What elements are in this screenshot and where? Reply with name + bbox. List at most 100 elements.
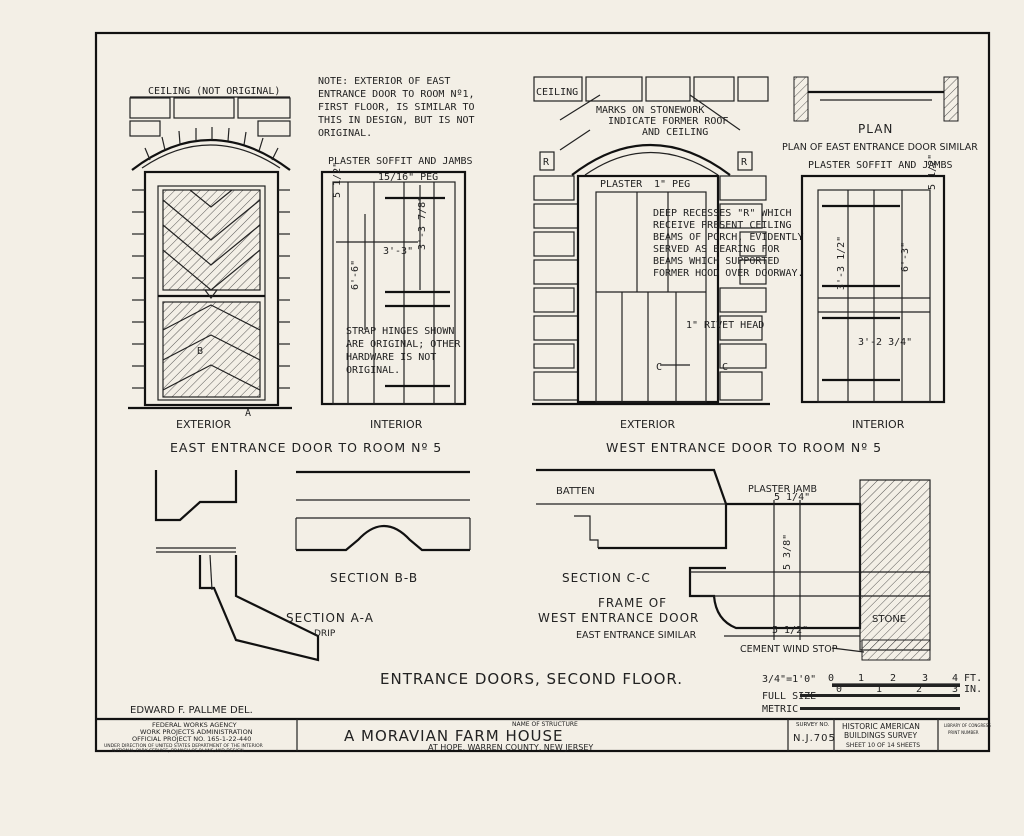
svg-text:DEEP RECESSES "R" WHICH: DEEP RECESSES "R" WHICH [653, 208, 791, 219]
frame-title-2: WEST ENTRANCE DOOR [538, 611, 699, 625]
east-door-interior: PLASTER SOFFIT AND JAMBS 15/16" PEG 3'-3… [320, 156, 473, 431]
section-b-mark: B [197, 346, 203, 357]
bottom-dim: 5 1/2" [772, 625, 808, 636]
svg-text:INDICATE FORMER ROOF: INDICATE FORMER ROOF [608, 116, 728, 127]
svg-text:ORIGINAL.: ORIGINAL. [318, 128, 372, 139]
svg-text:MARKS ON STONEWORK: MARKS ON STONEWORK [596, 105, 704, 116]
svg-text:2: 2 [890, 673, 896, 684]
ceiling-not-original-label: CEILING (NOT ORIGINAL) [148, 86, 280, 97]
svg-text:BUILDINGS SURVEY: BUILDINGS SURVEY [844, 731, 917, 740]
east-peg-label: 15/16" PEG [378, 172, 438, 183]
svg-text:NATIONAL PARK SERVICE, BRANCH: NATIONAL PARK SERVICE, BRANCH OF PLANS A… [112, 748, 244, 754]
east-door-exterior: CEILING (NOT ORIGINAL) B [128, 86, 292, 431]
sheet-border [94, 31, 991, 753]
west-dim-top: 5 1/2" [927, 154, 938, 190]
svg-text:LIBRARY OF CONGRESS: LIBRARY OF CONGRESS [944, 723, 991, 728]
name-of-structure-label: NAME OF STRUCTURE [512, 721, 578, 728]
section-c-mark-left: C [656, 362, 662, 373]
svg-text:3 IN.: 3 IN. [952, 684, 982, 695]
batten-label: BATTEN [556, 486, 595, 497]
delineator: EDWARD F. PALLME DEL. [130, 705, 253, 716]
section-bb: SECTION B-B [295, 470, 471, 585]
west-interior-label: INTERIOR [852, 418, 905, 431]
svg-text:PRINT NUMBER: PRINT NUMBER [948, 730, 979, 735]
plan-title: PLAN [858, 122, 893, 136]
svg-text:0: 0 [836, 684, 842, 695]
east-dim-top: 5 1/2" [332, 162, 343, 198]
section-cc-frame: BATTEN PLASTER JAMB 5 1/4" 5 3/8" 5 1/2"… [536, 468, 931, 661]
east-dim-width: 3'-3" [383, 246, 413, 257]
east-soffit-label: PLASTER SOFFIT AND JAMBS [328, 156, 473, 167]
section-aa: SECTION A-A DRIP [154, 470, 373, 662]
west-door-title: WEST ENTRANCE DOOR TO ROOM Nº 5 [606, 440, 882, 455]
west-soffit-label: PLASTER SOFFIT AND JAMBS [808, 160, 953, 171]
west-door-exterior: CEILING MARKS ON STONEWORK INDICATE FORM… [532, 76, 804, 431]
west-door-plan: PLAN PLAN OF EAST ENTRANCE DOOR SIMILAR [782, 76, 978, 153]
svg-text:1: 1 [858, 673, 864, 684]
frame-title-1: FRAME OF [598, 596, 667, 610]
jamb-dim: 5 1/4" [774, 492, 810, 503]
recess-r-right: R [741, 157, 748, 168]
wind-stop-label: CEMENT WIND STOP [740, 644, 838, 655]
rivet-head-label: 1" RIVET HEAD [686, 320, 764, 331]
frame-dim: 5 3/8" [782, 534, 793, 570]
svg-text:STRAP HINGES SHOWN: STRAP HINGES SHOWN [346, 326, 454, 337]
west-dim-width: 3'-2 3/4" [858, 337, 912, 348]
svg-text:4 FT.: 4 FT. [952, 673, 982, 684]
west-dim-height: 6'-3" [900, 242, 911, 272]
recess-r-left: R [543, 157, 550, 168]
section-bb-label: SECTION B-B [330, 571, 418, 585]
east-exterior-label: EXTERIOR [176, 418, 232, 431]
structure-name: A MORAVIAN FARM HOUSE [344, 727, 564, 745]
svg-text:3: 3 [922, 673, 928, 684]
survey-number: N.J.705 [793, 733, 836, 744]
svg-text:HARDWARE IS NOT: HARDWARE IS NOT [346, 352, 436, 363]
svg-text:WORK PROJECTS ADMINISTRATION: WORK PROJECTS ADMINISTRATION [140, 728, 253, 736]
stone-label: STONE [872, 614, 906, 625]
west-ceiling-label: CEILING [536, 87, 578, 98]
svg-text:ORIGINAL.: ORIGINAL. [346, 365, 400, 376]
svg-text:UNDER DIRECTION OF UNITED STAT: UNDER DIRECTION OF UNITED STATES DEPARTM… [104, 743, 263, 749]
west-peg-label: 1" PEG [654, 179, 690, 190]
svg-text:THIS IN DESIGN, BUT IS NOT: THIS IN DESIGN, BUT IS NOT [318, 115, 475, 126]
east-door-note: NOTE: EXTERIOR OF EAST ENTRANCE DOOR TO … [318, 76, 475, 139]
scale-bars: 3/4"=1'0" 0 1 2 3 4 FT. FULL SIZE 0 1 2 … [762, 673, 982, 715]
svg-text:0: 0 [828, 673, 834, 684]
svg-text:FEDERAL WORKS AGENCY: FEDERAL WORKS AGENCY [152, 721, 237, 729]
drip-label: DRIP [314, 629, 336, 639]
section-cc-label: SECTION C-C [562, 571, 651, 585]
svg-text:FORMER HOOD OVER DOORWAY.: FORMER HOOD OVER DOORWAY. [653, 268, 804, 279]
east-door-title: EAST ENTRANCE DOOR TO ROOM Nº 5 [170, 440, 442, 455]
main-title: ENTRANCE DOORS, SECOND FLOOR. [380, 670, 683, 688]
west-plaster-label: PLASTER [600, 179, 643, 190]
svg-text:OFFICIAL PROJECT NO. 165-1-22-: OFFICIAL PROJECT NO. 165-1-22-440 [132, 735, 251, 743]
plan-note: PLAN OF EAST ENTRANCE DOOR SIMILAR [782, 142, 978, 153]
svg-text:ARE ORIGINAL; OTHER: ARE ORIGINAL; OTHER [346, 339, 461, 350]
svg-text:ENTRANCE DOOR TO ROOM Nº1,: ENTRANCE DOOR TO ROOM Nº1, [318, 89, 475, 100]
svg-text:1: 1 [876, 684, 882, 695]
east-dim-upper: 3'-3 7/8" [417, 196, 428, 250]
svg-text:SERVED AS BEARING FOR: SERVED AS BEARING FOR [653, 244, 780, 255]
title-block: FEDERAL WORKS AGENCY WORK PROJECTS ADMIN… [96, 717, 991, 754]
svg-text:NOTE: EXTERIOR OF EAST: NOTE: EXTERIOR OF EAST [318, 76, 450, 87]
frame-note: EAST ENTRANCE SIMILAR [576, 630, 697, 641]
east-interior-label: INTERIOR [370, 418, 423, 431]
structure-location: AT HOPE, WARREN COUNTY, NEW JERSEY [428, 743, 593, 752]
svg-text:RECEIVE PRESENT CEILING: RECEIVE PRESENT CEILING [653, 220, 791, 231]
svg-text:3/4"=1'0": 3/4"=1'0" [762, 674, 816, 685]
section-c-mark-right: C [722, 362, 728, 373]
survey-no-label: SURVEY NO. [796, 722, 830, 728]
svg-text:FULL SIZE: FULL SIZE [762, 691, 816, 702]
sheet-number: SHEET 10 OF 14 SHEETS [846, 742, 920, 749]
section-a-mark: A [245, 408, 251, 419]
svg-text:AND CEILING: AND CEILING [642, 127, 708, 138]
svg-text:BEAMS OF PORCH, EVIDENTLY: BEAMS OF PORCH, EVIDENTLY [653, 232, 804, 243]
west-dim-upper: 3'-3 1/2" [836, 236, 847, 290]
svg-text:2: 2 [916, 684, 922, 695]
west-exterior-label: EXTERIOR [620, 418, 676, 431]
svg-text:FIRST FLOOR, IS SIMILAR TO: FIRST FLOOR, IS SIMILAR TO [318, 102, 475, 113]
east-dim-height: 6'-6" [350, 260, 361, 290]
svg-text:METRIC: METRIC [762, 704, 798, 715]
svg-text:BEAMS WHICH SUPPORTED: BEAMS WHICH SUPPORTED [653, 256, 779, 267]
